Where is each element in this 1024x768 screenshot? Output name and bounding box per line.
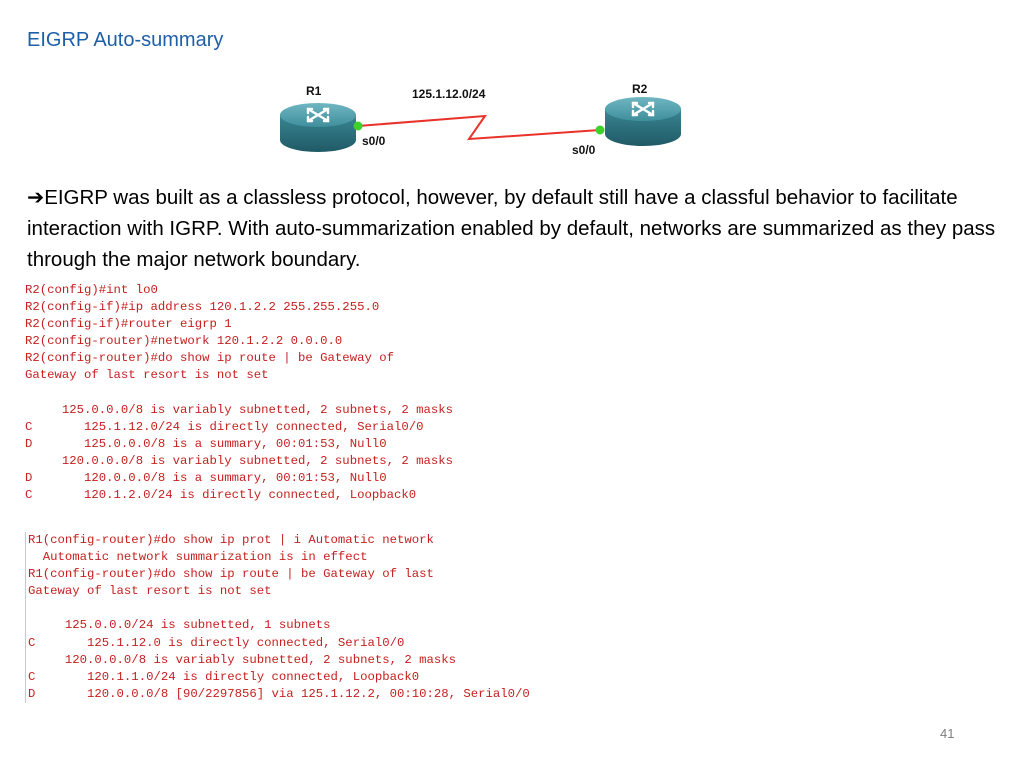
network-topology-diagram: R1 R2 125.1.12.0/24 s0/0 s0/0 xyxy=(280,82,681,157)
cli-line: R2(config-if)#router eigrp 1 xyxy=(25,317,232,332)
r2-port-status-dot xyxy=(595,125,605,135)
router-r2-label: R2 xyxy=(632,82,648,96)
cli-line: 120.0.0.0/8 is variably subnetted, 2 sub… xyxy=(28,652,457,667)
slide-title: EIGRP Auto-summary xyxy=(27,29,224,51)
r2-interface-label: s0/0 xyxy=(572,143,596,157)
cli-line: C 125.1.12.0/24 is directly connected, S… xyxy=(25,419,424,434)
cli-line: C 120.1.1.0/24 is directly connected, Lo… xyxy=(28,669,420,684)
cli-line: R2(config-router)#network 120.1.2.2 0.0.… xyxy=(25,334,343,349)
r1-interface-label: s0/0 xyxy=(362,134,386,148)
cli-line: 125.0.0.0/8 is variably subnetted, 2 sub… xyxy=(25,402,454,417)
cli-line: D 120.0.0.0/8 [90/2297856] via 125.1.12.… xyxy=(28,686,530,701)
cli-line xyxy=(25,385,453,402)
cli-line: D 125.0.0.0/8 is a summary, 00:01:53, Nu… xyxy=(25,436,387,451)
cli-line: 120.0.0.0/8 is variably subnetted, 2 sub… xyxy=(25,453,454,468)
cli-line: R1(config-router)#do show ip route | be … xyxy=(28,567,434,582)
description-text: EIGRP was built as a classless protocol,… xyxy=(27,186,996,271)
cli-line: C 120.1.2.0/24 is directly connected, Lo… xyxy=(25,488,417,503)
cli-output-r1: R1(config-router)#do show ip prot | i Au… xyxy=(25,532,530,703)
serial-link xyxy=(357,114,601,141)
cli-line: R2(config-router)#do show ip route | be … xyxy=(25,351,394,366)
cli-line: R2(config)#int lo0 xyxy=(25,283,158,297)
router-r2-icon[interactable] xyxy=(605,97,681,146)
link-subnet-label: 125.1.12.0/24 xyxy=(412,87,486,101)
cli-line: C 125.1.12.0 is directly connected, Seri… xyxy=(28,635,405,650)
cli-line: Gateway of last resort is not set xyxy=(25,368,269,383)
cli-line: D 120.0.0.0/8 is a summary, 00:01:53, Nu… xyxy=(25,471,387,486)
description-paragraph: ➔EIGRP was built as a classless protocol… xyxy=(27,182,1002,275)
arrow-icon: ➔ xyxy=(27,186,45,209)
cli-line xyxy=(28,600,530,617)
cli-line: R2(config-if)#ip address 120.1.2.2 255.2… xyxy=(25,300,380,315)
r1-port-status-dot xyxy=(353,121,363,131)
page-number: 41 xyxy=(940,726,955,741)
cli-line: Automatic network summarization is in ef… xyxy=(28,550,368,565)
cli-line: R1(config-router)#do show ip prot | i Au… xyxy=(28,533,434,547)
router-r1-icon[interactable] xyxy=(280,103,356,152)
cli-line: 125.0.0.0/24 is subnetted, 1 subnets xyxy=(28,618,331,633)
router-r1-label: R1 xyxy=(306,84,322,98)
cli-line: Gateway of last resort is not set xyxy=(28,584,272,599)
